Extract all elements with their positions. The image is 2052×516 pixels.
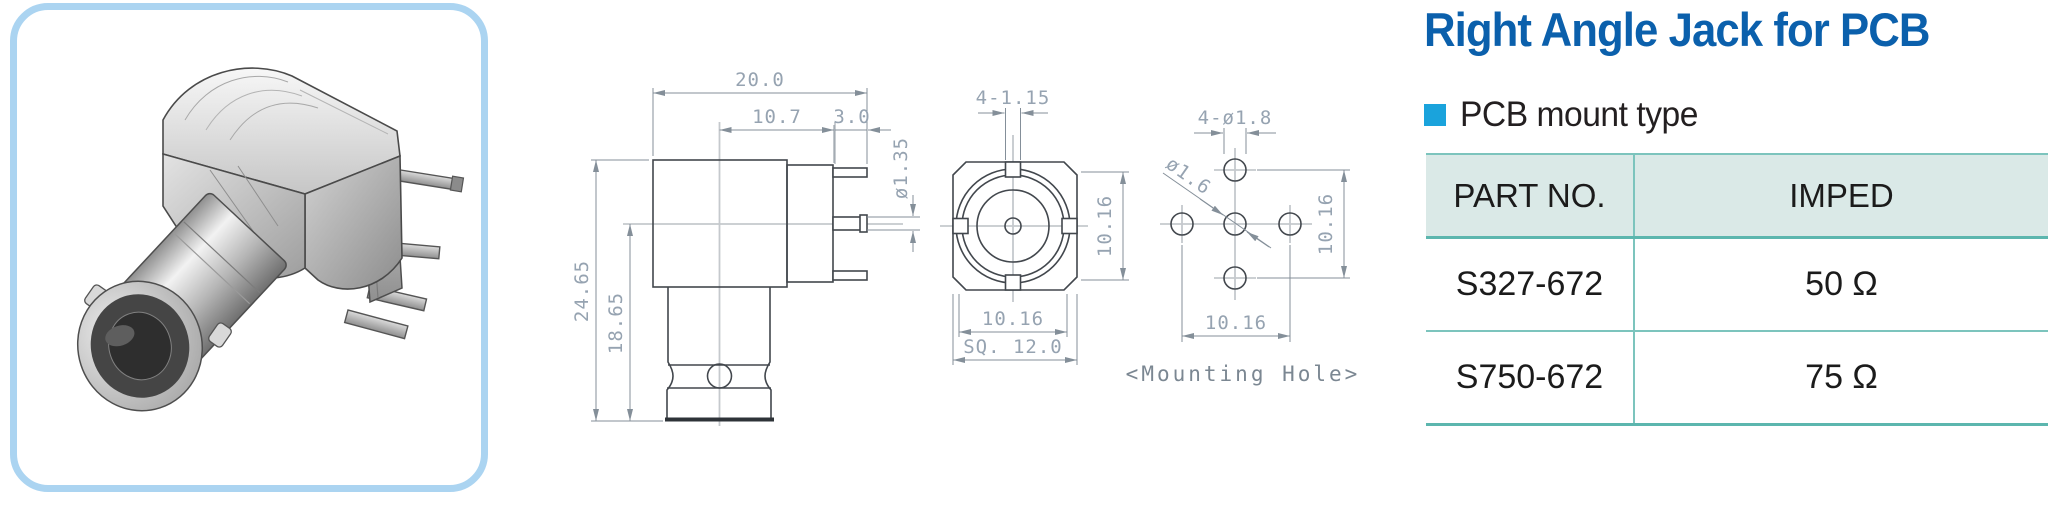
mounting-hole-caption: <Mounting Hole>	[1126, 362, 1361, 386]
part-no-cell: S327-672	[1426, 239, 1635, 330]
col-header-imped: IMPED	[1789, 176, 1894, 214]
parts-table: PART NO. IMPED S327-672 50 Ω S750-672 75…	[1426, 153, 2048, 426]
dim-front-slots: 4-1.15	[976, 87, 1051, 109]
page-title: Right Angle Jack for PCB	[1424, 3, 1930, 56]
front-view-drawing: 4-1.15 10.16 10.16 SQ. 12.0	[940, 87, 1129, 365]
connector-photo	[76, 67, 465, 412]
bnc-barrel	[76, 192, 287, 412]
mounting-hole-drawing: 4-ø1.8 ø1.6 10.16 10.16 <Mounting Hole>	[1126, 107, 1361, 386]
technical-drawings: 20.0 10.7 3.0 24.65 18.65 ø1.35	[571, 69, 1361, 426]
col-header-part-no: PART NO.	[1426, 155, 1635, 236]
dim-front-vertical-pitch: 10.16	[1094, 195, 1116, 257]
dim-front-square: SQ. 12.0	[963, 336, 1063, 358]
dim-side-pin-length: 3.0	[833, 106, 870, 128]
dim-mount-holes: 4-ø1.8	[1198, 107, 1273, 129]
table-row: S327-672 50 Ω	[1426, 239, 2048, 332]
table-header-row: PART NO. IMPED	[1426, 155, 2048, 239]
square-bullet-icon	[1424, 104, 1446, 126]
dim-mount-center-hole: ø1.6	[1162, 153, 1215, 200]
dim-side-width: 20.0	[735, 69, 785, 91]
dim-side-total-height: 24.65	[571, 260, 593, 322]
dim-front-horizontal-pitch: 10.16	[982, 308, 1044, 330]
dim-mount-horizontal-pitch: 10.16	[1205, 312, 1267, 334]
product-photo-box	[10, 3, 488, 492]
imped-cell: 50 Ω	[1805, 265, 1878, 303]
dim-side-body-height: 18.65	[605, 292, 627, 354]
side-view-drawing: 20.0 10.7 3.0 24.65 18.65 ø1.35	[571, 69, 920, 426]
dim-side-pin-dia: ø1.35	[890, 137, 912, 199]
subtitle-row: PCB mount type	[1424, 95, 1708, 135]
subtitle-label: PCB mount type	[1460, 95, 1698, 134]
dim-side-pin-offset: 10.7	[752, 106, 802, 128]
imped-cell: 75 Ω	[1805, 358, 1878, 396]
part-no-cell: S750-672	[1426, 332, 1635, 423]
table-row: S750-672 75 Ω	[1426, 332, 2048, 423]
dim-mount-vertical-pitch: 10.16	[1315, 193, 1337, 255]
